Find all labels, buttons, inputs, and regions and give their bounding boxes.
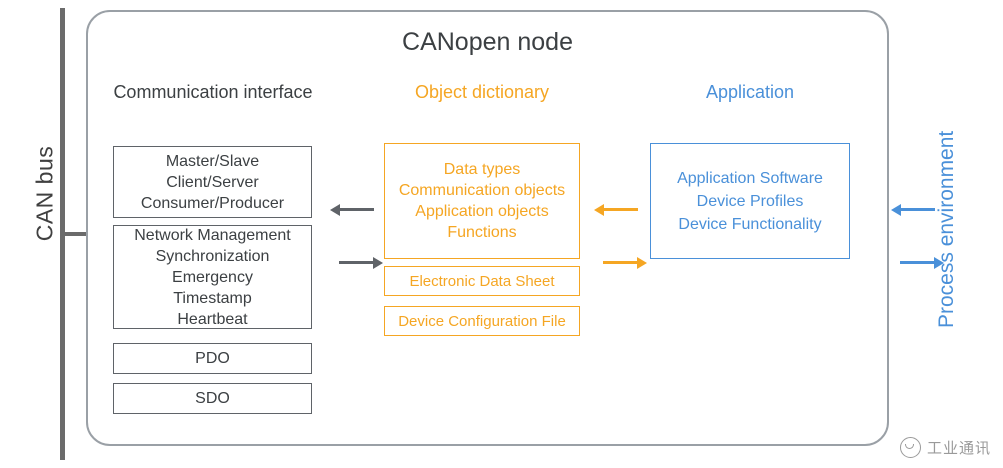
application-heading: Application <box>705 82 795 102</box>
electronic-data-sheet-label: Electronic Data Sheet <box>409 272 555 290</box>
master-slave-line-3: Consumer/Producer <box>140 194 285 212</box>
object-dictionary-line-2: Communication objects <box>398 182 566 199</box>
canopen-node-title: CANopen node <box>402 28 573 56</box>
arrow-application-to-environment-icon <box>900 256 944 269</box>
network-management-line-2: Synchronization <box>155 247 270 265</box>
object-dictionary-line-4: Functions <box>447 224 517 241</box>
object-dictionary-box: Data types Communication objects Applica… <box>384 143 580 259</box>
canopen-node-box <box>86 10 889 446</box>
sdo-box: SDO <box>113 383 312 414</box>
network-management-line-5: Heartbeat <box>177 310 248 328</box>
network-management-line-1: Network Management <box>134 226 291 244</box>
pdo-label: PDO <box>195 349 230 367</box>
can-bus-stub <box>65 232 87 236</box>
sdo-label: SDO <box>195 389 230 407</box>
communication-interface-heading: Communication interface <box>113 81 313 104</box>
master-slave-line-2: Client/Server <box>166 173 259 191</box>
arrow-environment-to-application-icon <box>891 203 935 216</box>
application-box: Application Software Device Profiles Dev… <box>650 143 850 259</box>
watermark: 工业通讯 <box>899 437 991 458</box>
process-environment-text: Process environment <box>935 130 958 328</box>
can-bus-label: CAN bus <box>31 145 58 242</box>
network-management-line-4: Timestamp <box>173 289 252 307</box>
watermark-text: 工业通讯 <box>926 440 991 457</box>
device-configuration-file-label: Device Configuration File <box>398 312 566 330</box>
wechat-logo-icon <box>899 437 921 458</box>
application-line-2: Device Profiles <box>696 192 804 210</box>
communication-interface-heading-line1: Communication <box>113 82 239 102</box>
arrow-communication-to-od-icon <box>339 256 383 269</box>
object-dictionary-heading: Object dictionary <box>414 82 550 102</box>
network-management-line-3: Emergency <box>172 268 253 286</box>
network-management-box: Network Management Synchronization Emerg… <box>113 225 312 329</box>
object-dictionary-line-3: Application objects <box>415 203 549 220</box>
application-line-1: Application Software <box>677 169 823 187</box>
arrow-od-to-application-icon <box>603 256 647 269</box>
can-bus-line <box>60 8 65 460</box>
process-environment-label: Process environment <box>893 130 1001 330</box>
arrow-od-to-communication-icon <box>330 203 374 216</box>
master-slave-box: Master/Slave Client/Server Consumer/Prod… <box>113 146 312 218</box>
application-line-3: Device Functionality <box>678 215 822 233</box>
pdo-box: PDO <box>113 343 312 374</box>
communication-interface-heading-line2: interface <box>243 82 313 102</box>
device-configuration-file-box: Device Configuration File <box>384 306 580 336</box>
electronic-data-sheet-box: Electronic Data Sheet <box>384 266 580 296</box>
object-dictionary-line-1: Data types <box>443 161 521 178</box>
master-slave-line-1: Master/Slave <box>165 152 260 170</box>
arrow-application-to-od-icon <box>594 203 638 216</box>
